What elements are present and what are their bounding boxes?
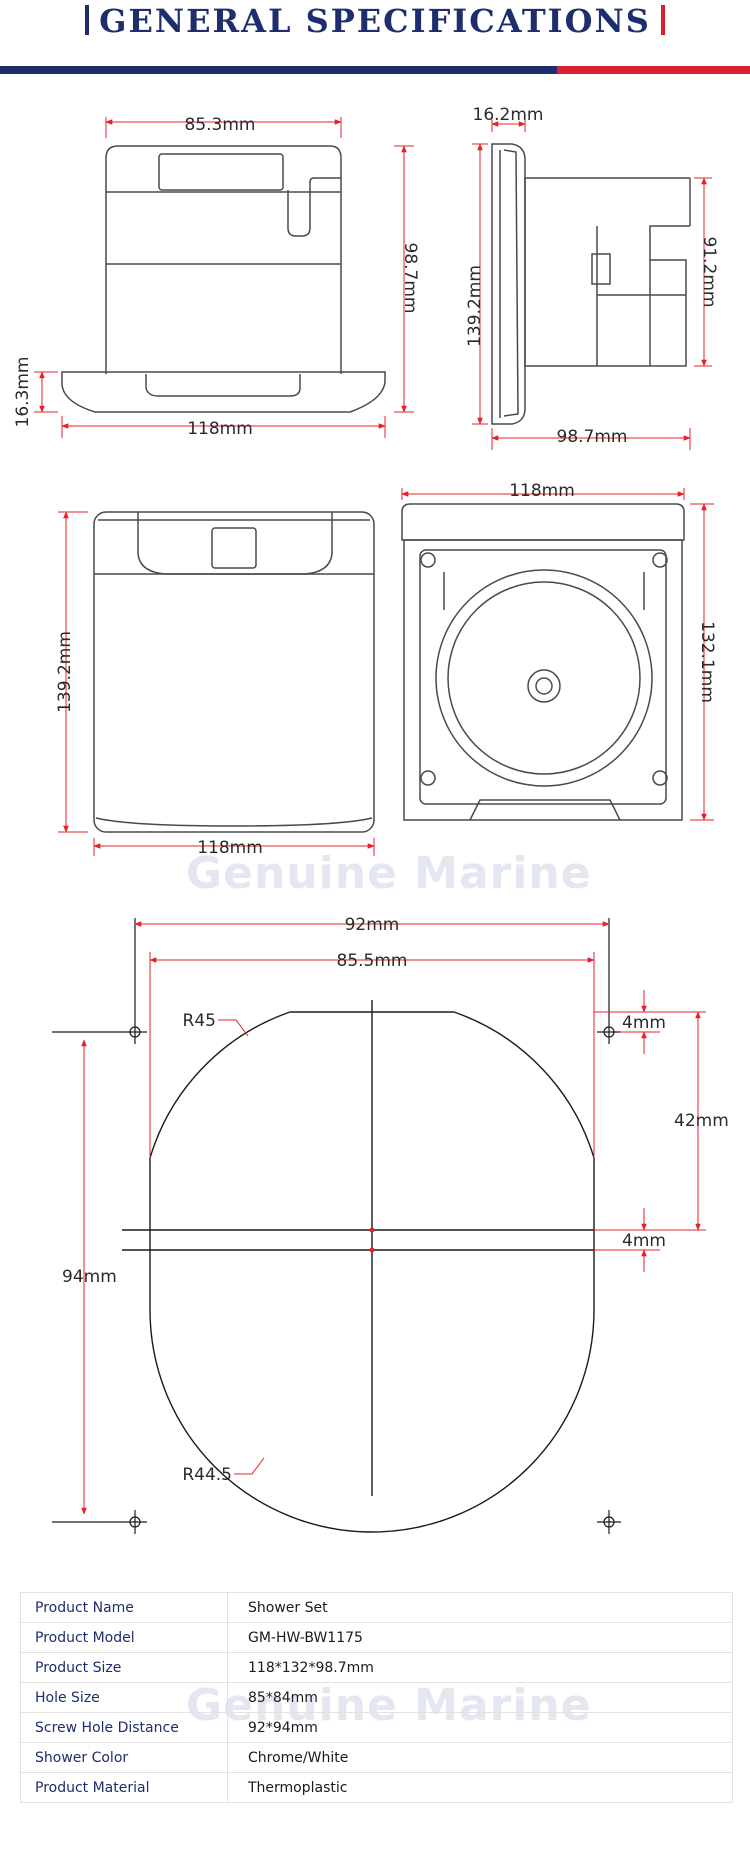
side-view-body-height-label: 91.2mm (699, 237, 719, 308)
spec-label: Hole Size (20, 1682, 228, 1713)
top-view-flange-width-label: 118mm (187, 419, 253, 439)
spec-label: Product Name (20, 1592, 228, 1623)
spec-value: Thermoplastic (227, 1772, 733, 1803)
front-view-dimensions (58, 511, 375, 856)
top-view-width-label: 85.3mm (185, 115, 256, 135)
cutout-screw-vertical-label: 94mm (62, 1267, 117, 1287)
watermark-upper: Genuine Marine (186, 848, 592, 899)
cutout-screw-spacing-label: 92mm (345, 915, 400, 935)
side-view-top-depth-label: 16.2mm (473, 105, 544, 125)
side-view-height-label: 139.2mm (465, 265, 485, 347)
side-view-dimensions (472, 116, 712, 450)
spec-value: 118*132*98.7mm (227, 1652, 733, 1683)
front-view-height-label: 139.2mm (55, 631, 75, 713)
top-view-dimensions (34, 117, 414, 438)
spec-label: Shower Color (20, 1742, 228, 1773)
rear-view-dimensions (401, 488, 714, 821)
spec-value: Chrome/White (227, 1742, 733, 1773)
rear-view-height-label: 132.1mm (697, 621, 717, 703)
side-view-depth-label: 98.7mm (557, 427, 628, 447)
header-stripe-navy (0, 66, 557, 74)
cutout-hole-width-label: 85.5mm (337, 951, 408, 971)
cutout-center-marks (369, 1227, 375, 1253)
page-header: GENERAL SPECIFICATIONS (0, 0, 750, 78)
spec-value: Shower Set (227, 1592, 733, 1623)
spec-label: Product Size (20, 1652, 228, 1683)
front-view-width-label: 118mm (197, 838, 263, 858)
side-view-drawing (491, 143, 691, 425)
header-stripe-red (557, 66, 750, 74)
title-left-bar (85, 5, 90, 35)
rear-view-drawing (401, 503, 685, 821)
cutout-drawing (122, 1000, 595, 1533)
title-right-bar (660, 5, 665, 35)
top-view-height-label: 98.7mm (400, 243, 420, 314)
cutout-top-radius-label: R45 (183, 1011, 216, 1031)
cutout-offset-mid-label: 4mm (622, 1231, 666, 1251)
cutout-offset-top-label: 4mm (622, 1013, 666, 1033)
front-view-drawing (93, 511, 375, 833)
top-view-flange-depth-label: 16.3mm (13, 357, 33, 428)
cutout-mid-height-label: 42mm (674, 1111, 729, 1131)
spec-label: Product Model (20, 1622, 228, 1653)
page-title: GENERAL SPECIFICATIONS (99, 2, 651, 40)
spec-label: Product Material (20, 1772, 228, 1803)
spec-value: GM-HW-BW1175 (227, 1622, 733, 1653)
spec-value: 85*84mm (227, 1682, 733, 1713)
spec-value: 92*94mm (227, 1712, 733, 1743)
rear-view-width-label: 118mm (509, 481, 575, 501)
top-view-drawing (61, 145, 386, 413)
spec-label: Screw Hole Distance (20, 1712, 228, 1743)
technical-drawing: 85.3mm 118mm 98.7mm 16.3mm 16.2mm 139.2m… (13, 105, 729, 1534)
cutout-bottom-radius-label: R44.5 (182, 1465, 232, 1485)
screw-hole-marks (52, 918, 621, 1534)
cutout-dimensions (81, 921, 706, 1515)
title-row: GENERAL SPECIFICATIONS (0, 2, 750, 40)
